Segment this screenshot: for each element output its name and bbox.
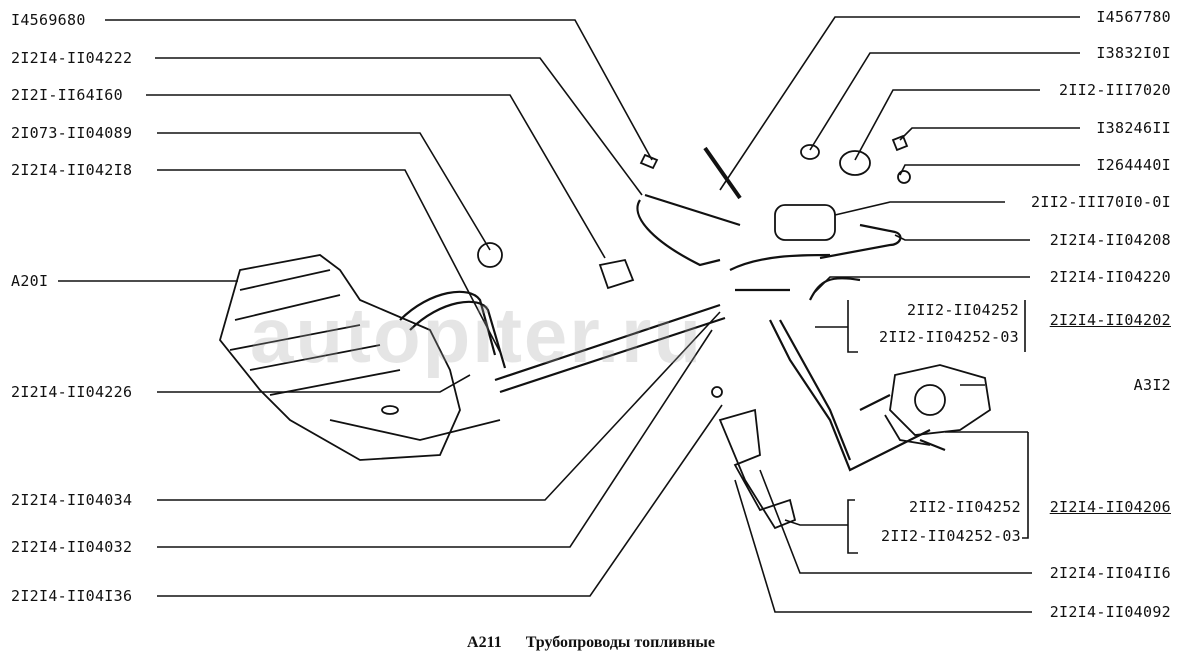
fuel-filter <box>477 134 911 290</box>
part-label: I3832I0I <box>1095 44 1172 62</box>
fuel-pipes <box>399 193 946 472</box>
carburetor <box>884 364 991 446</box>
part-label: 2I073-II04089 <box>10 124 134 142</box>
part-label: I4567780 <box>1095 8 1172 26</box>
leader-lines-left <box>58 19 723 597</box>
part-label: 2II2-III7020 <box>1058 81 1172 99</box>
part-label: 2I2I4-II04092 <box>1048 603 1172 621</box>
fuel-tank <box>219 254 501 461</box>
part-label: A20I <box>10 272 50 290</box>
watermark: autopiter.ru <box>250 291 704 379</box>
part-label: 2I2I4-II04222 <box>10 49 134 67</box>
part-label-group: 2I2I4-II04206 <box>1048 498 1172 516</box>
part-label: 2I2I-II64I60 <box>10 86 124 104</box>
part-label: 2I2I4-II04032 <box>10 538 134 556</box>
part-label: 2II2-III70I0-0I <box>1030 193 1172 211</box>
part-label: 2I2I4-II04II6 <box>1048 564 1172 582</box>
leader-lines-right <box>719 16 1080 613</box>
group-lower-item: 2II2-II04252 <box>908 498 1022 516</box>
part-label: 2I2I4-II04I36 <box>10 587 134 605</box>
caption-title: Трубопроводы топливные <box>525 634 715 651</box>
part-label: 2I2I4-II04220 <box>1048 268 1172 286</box>
part-label: 2I2I4-II042I8 <box>10 161 134 179</box>
group-lower-item: 2II2-II04252-03 <box>880 527 1022 545</box>
caption: A211 Трубопроводы топливные <box>0 634 1182 652</box>
part-label: 2I2I4-II04208 <box>1048 231 1172 249</box>
part-label: A3I2 <box>1132 376 1172 394</box>
part-label: I264440I <box>1095 156 1172 174</box>
part-label-group: 2I2I4-II04202 <box>1048 311 1172 329</box>
part-label: I4569680 <box>10 11 87 29</box>
part-label: 2I2I4-II04226 <box>10 383 134 401</box>
group-upper-item: 2II2-II04252 <box>906 301 1020 319</box>
pipe-bracket <box>711 386 797 530</box>
caption-code: A211 <box>467 634 502 651</box>
part-label: 2I2I4-II04034 <box>10 491 134 509</box>
part-label: I38246II <box>1095 119 1172 137</box>
group-upper-item: 2II2-II04252-03 <box>878 328 1020 346</box>
